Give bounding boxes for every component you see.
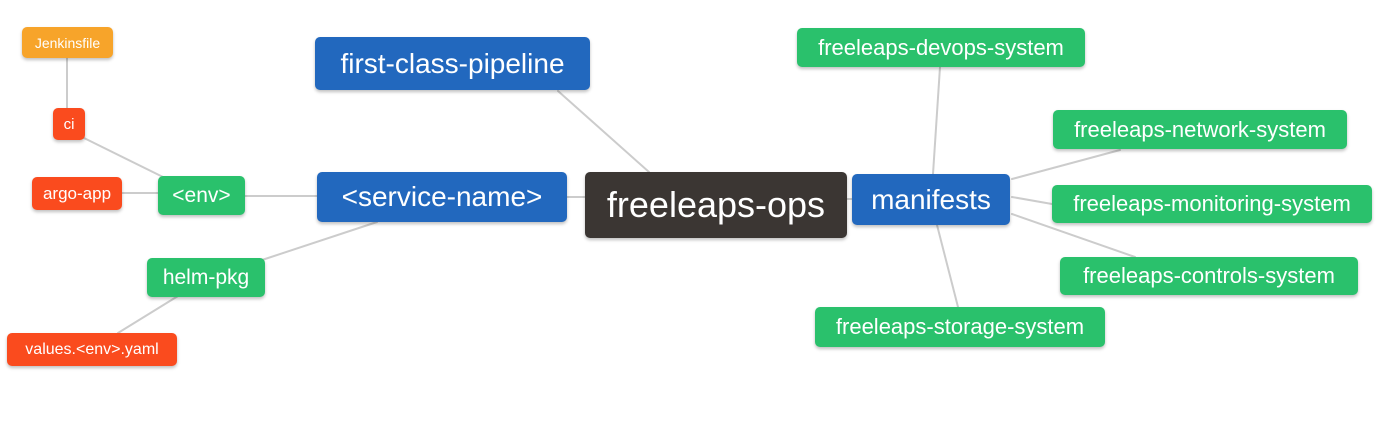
- edge-manifests-controls-system: [1011, 213, 1136, 258]
- edge-ci-env: [83, 137, 166, 179]
- node-monitoring-system[interactable]: freeleaps-monitoring-system: [1052, 185, 1372, 223]
- edge-manifests-storage-system: [936, 224, 959, 308]
- node-argo-app[interactable]: argo-app: [32, 177, 122, 210]
- node-jenkinsfile[interactable]: Jenkinsfile: [22, 27, 113, 58]
- node-service-name[interactable]: <service-name>: [317, 172, 567, 222]
- node-first-class-pipeline[interactable]: first-class-pipeline: [315, 37, 590, 90]
- edge-manifests-monitoring-system: [1011, 196, 1053, 205]
- edge-manifests-network-system: [1011, 149, 1121, 180]
- node-manifests[interactable]: manifests: [852, 174, 1010, 225]
- edge-values-env-yaml-helm-pkg: [117, 295, 179, 334]
- edge-first-class-pipeline-freeleaps-ops: [557, 90, 650, 173]
- node-env[interactable]: <env>: [158, 176, 245, 215]
- node-network-system[interactable]: freeleaps-network-system: [1053, 110, 1347, 149]
- node-controls-system[interactable]: freeleaps-controls-system: [1060, 257, 1358, 295]
- node-values-env-yaml[interactable]: values.<env>.yaml: [7, 333, 177, 366]
- edge-helm-pkg-service-name: [261, 221, 378, 261]
- node-freeleaps-ops[interactable]: freeleaps-ops: [585, 172, 847, 238]
- node-devops-system[interactable]: freeleaps-devops-system: [797, 28, 1085, 67]
- node-helm-pkg[interactable]: helm-pkg: [147, 258, 265, 297]
- edge-manifests-devops-system: [932, 66, 941, 175]
- node-storage-system[interactable]: freeleaps-storage-system: [815, 307, 1105, 347]
- node-ci[interactable]: ci: [53, 108, 85, 140]
